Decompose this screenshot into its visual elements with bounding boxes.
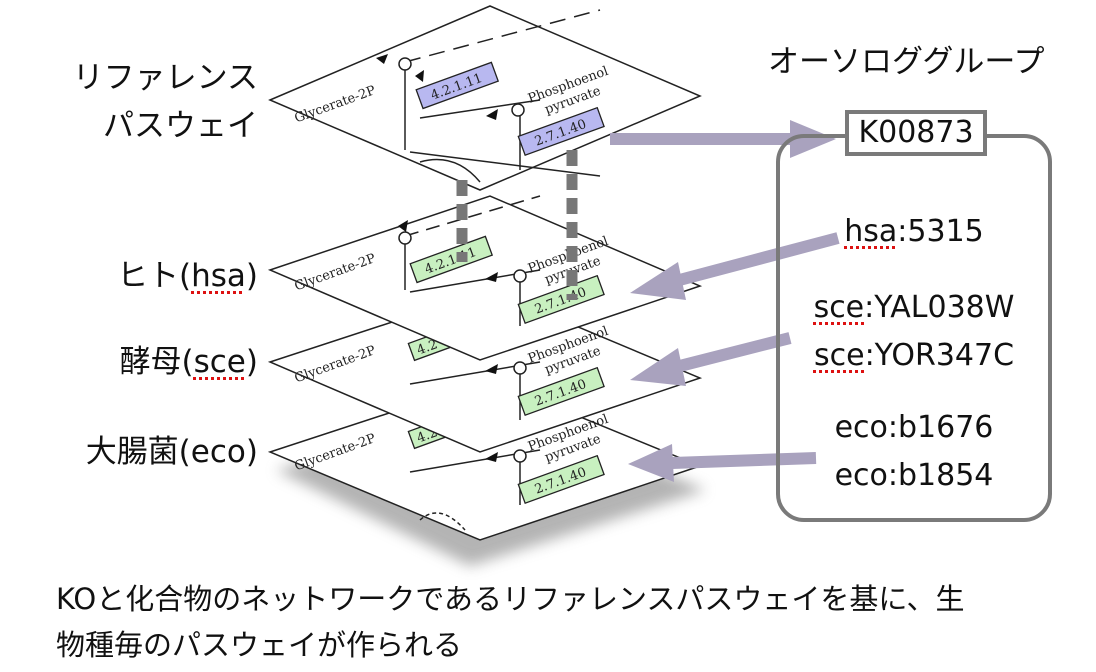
caption-line-1: KOと化合物のネットワークであるリファレンスパスウェイを基に、生: [56, 582, 965, 616]
orthology-group-title: オーソロググループ: [768, 44, 1045, 80]
gene-id-sce-2: sce:YOR347C: [813, 338, 1015, 373]
mapping-arrows: [610, 120, 840, 482]
arrow-head: [628, 444, 674, 482]
layer-connector-lines: [456, 150, 578, 300]
ko-id-box: K00873: [845, 110, 987, 156]
organism-label-hsa: ヒト(hsa): [116, 258, 258, 294]
reference-pathway-title-line2: パスウェイ: [103, 108, 258, 144]
gene-id-eco-1: eco:b1676: [834, 410, 994, 445]
figure-caption: KOと化合物のネットワークであるリファレンスパスウェイを基に、生 物種毎のパスウ…: [56, 576, 1056, 668]
gene-id-sce-1: sce:YAL038W: [813, 290, 1015, 325]
pathway-layer-reference: Glycerate-2P 4.2.1.11 Phosphoenol pyruva…: [268, 5, 702, 191]
organism-label-sce: 酵母(sce): [119, 344, 259, 380]
reference-pathway-title-line1: リファレンス: [72, 60, 258, 96]
caption-line-2: 物種毎のパスウェイが作られる: [56, 628, 463, 662]
arrow-head: [630, 262, 686, 300]
pathway-layer-hsa: Glycerate-2P 4.2.1.11 Phosphoenol pyruva…: [267, 195, 703, 361]
gene-id-hsa: hsa:5315: [844, 214, 984, 249]
enzyme-label: 4.2: [415, 337, 440, 358]
arrow-head: [630, 348, 686, 386]
organism-label-eco: 大腸菌(eco): [85, 434, 258, 470]
gene-id-eco-2: eco:b1854: [834, 458, 994, 493]
